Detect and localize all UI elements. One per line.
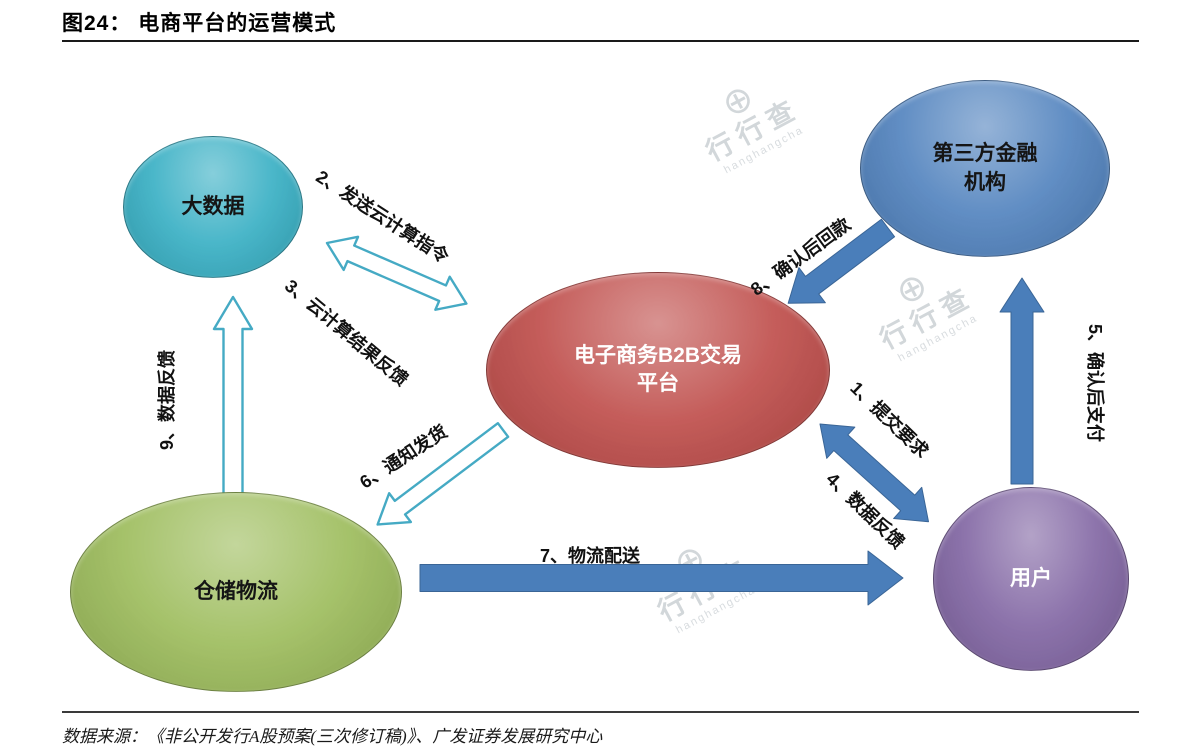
figure-title: 图24： 电商平台的运营模式	[62, 12, 337, 35]
footer-divider	[62, 711, 1139, 713]
node-warehouse-logistics: 仓储物流	[70, 492, 402, 692]
node-user-label: 用户	[1010, 566, 1052, 590]
edge-label-7: 7、物流配送	[539, 546, 641, 566]
edge-label-9: 9、数据反馈	[157, 349, 177, 451]
edge-label-5: 5、确认后支付	[1085, 323, 1105, 443]
node-b2b-platform: 电子商务B2B交易平台	[486, 272, 830, 468]
node-big-data-label: 大数据	[181, 194, 245, 218]
arrow-notify-shipment	[376, 422, 510, 526]
source-note: 数据来源：《非公开发行A股预案(三次修订稿)》、广发证券发展研究中心	[62, 727, 603, 746]
arrow-payment-up	[999, 277, 1045, 485]
arrow-logistics-delivery	[419, 550, 904, 606]
arrow-data-feedback-up	[212, 295, 254, 505]
node-b2b-platform-label: 电子商务B2B交易平台	[573, 343, 742, 395]
title-divider	[62, 40, 1139, 42]
node-big-data: 大数据	[123, 136, 303, 278]
arrow-refund-after-confirm	[787, 218, 896, 304]
node-warehouse-logistics-label: 仓储物流	[194, 579, 278, 603]
arrow-request-data-double	[819, 423, 929, 523]
node-user: 用户	[933, 487, 1129, 671]
arrow-cloud-command-feedback	[325, 235, 468, 311]
node-third-party-finance: 第三方金融机构	[860, 80, 1110, 257]
node-third-party-finance-label: 第三方金融机构	[932, 142, 1038, 194]
